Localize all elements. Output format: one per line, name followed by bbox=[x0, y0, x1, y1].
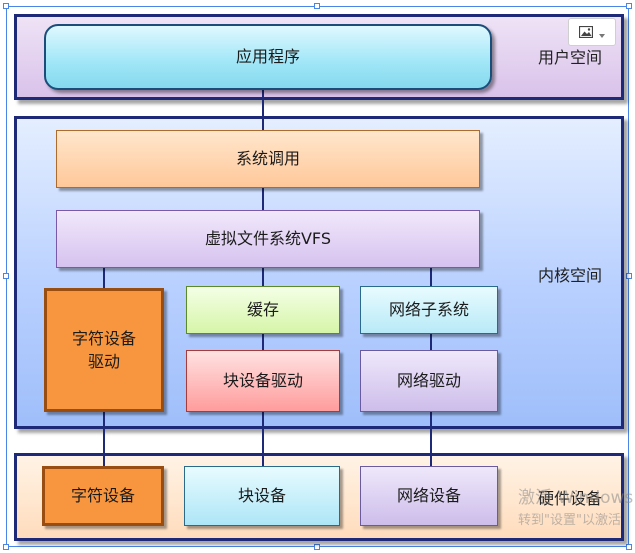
hardware-label: 硬件设备 bbox=[538, 489, 603, 508]
activation-watermark-hint: 转到"设置"以激活 bbox=[518, 513, 621, 528]
cache-box: 缓存 bbox=[186, 286, 340, 334]
kernel-space-label: 内核空间 bbox=[538, 266, 603, 285]
resize-handle[interactable] bbox=[626, 3, 632, 9]
connector-vfs-netsub bbox=[430, 268, 432, 286]
system-call-box: 系统调用 bbox=[56, 130, 480, 188]
connector-blkdrv-blkdev bbox=[262, 412, 264, 466]
chevron-down-icon bbox=[599, 23, 605, 42]
connector-vfs-cache bbox=[262, 268, 264, 286]
block-device-box: 块设备 bbox=[184, 466, 340, 526]
resize-handle[interactable] bbox=[3, 3, 9, 9]
block-driver-box: 块设备驱动 bbox=[186, 350, 340, 412]
connector-chardrv-chardev bbox=[103, 412, 105, 466]
image-icon bbox=[578, 23, 594, 42]
char-device-box: 字符设备 bbox=[42, 466, 164, 526]
network-device-box: 网络设备 bbox=[360, 466, 498, 526]
vfs-box: 虚拟文件系统VFS bbox=[56, 210, 480, 268]
user-space-label: 用户空间 bbox=[538, 48, 603, 67]
connector-cache-blkdrv bbox=[262, 334, 264, 350]
resize-handle[interactable] bbox=[626, 273, 632, 279]
image-options-button[interactable] bbox=[568, 18, 616, 46]
connector-netsub-netdrv bbox=[430, 334, 432, 350]
activation-watermark-title: 激活 Windows bbox=[518, 488, 634, 508]
char-driver-label: 字符设备 驱动 bbox=[71, 328, 136, 371]
resize-handle[interactable] bbox=[3, 273, 9, 279]
connector-netdrv-netdev bbox=[430, 412, 432, 466]
resize-handle[interactable] bbox=[626, 544, 632, 550]
resize-handle[interactable] bbox=[314, 544, 320, 550]
application-box: 应用程序 bbox=[44, 24, 492, 90]
resize-handle[interactable] bbox=[3, 544, 9, 550]
network-driver-box: 网络驱动 bbox=[360, 350, 498, 412]
connector-vfs-chardrv bbox=[103, 268, 105, 288]
connector-syscall-vfs bbox=[262, 188, 264, 210]
resize-handle[interactable] bbox=[314, 3, 320, 9]
connector-app-syscall bbox=[262, 90, 264, 130]
network-subsystem-box: 网络子系统 bbox=[360, 286, 498, 334]
char-driver-box: 字符设备 驱动 bbox=[44, 288, 164, 412]
